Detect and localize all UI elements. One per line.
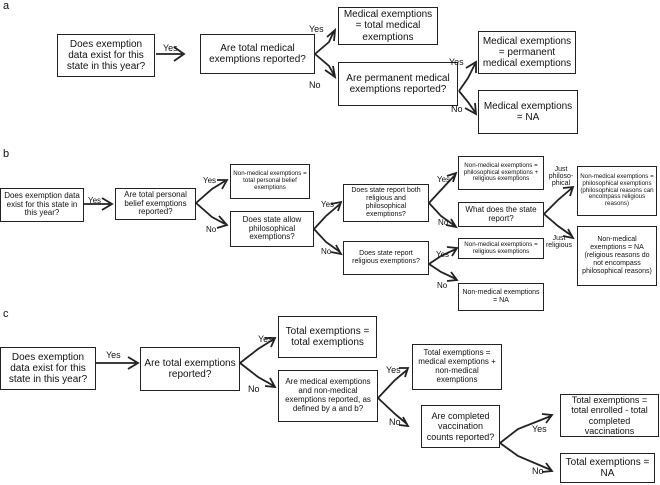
panel-a-letter: a: [3, 0, 10, 12]
a-permanent-result: Medical exemptions = permanent medical e…: [478, 31, 576, 74]
b-both-question: Does state report both religious and phi…: [343, 184, 429, 222]
panel-c-letter: c: [3, 308, 9, 320]
b-religious-result: Non-medical exemptions = religious exemp…: [458, 238, 544, 259]
b-what-report-question: What does the state report?: [458, 202, 544, 227]
b-just-philosophical-label: Just philoso- phical: [548, 166, 574, 187]
b-exists-question: Does exemption data exist for this state…: [0, 188, 84, 222]
b-total-question: Are total personal belief exemptions rep…: [115, 188, 196, 220]
c-yes-label-3: Yes: [386, 365, 401, 375]
b-no-label-2: No: [321, 247, 332, 256]
c-no-label-2: No: [389, 417, 401, 427]
b-philosophical-result: Non-medical exemptions = philosophical e…: [577, 166, 657, 216]
b-both-result: Non-medical exemptions = philosophical e…: [458, 156, 544, 190]
a-yes-label-2: Yes: [309, 24, 324, 34]
b-allow-philosophical-question: Does state allow philosophical exemption…: [230, 211, 314, 247]
a-yes-label-1: Yes: [163, 43, 178, 53]
c-exists-question: Does exemption data exist for this state…: [0, 347, 96, 390]
c-total-question: Are total exemptions reported?: [140, 347, 240, 391]
c-yes-label-2: Yes: [258, 334, 273, 344]
a-total-question: Are total medical exemptions reported?: [200, 34, 315, 74]
a-exists-question: Does exemption data exist for this state…: [57, 34, 155, 77]
b-yes-label-2: Yes: [203, 176, 217, 185]
c-na-result: Total exemptions = NA: [560, 453, 655, 483]
a-no-label-1: No: [309, 80, 321, 90]
b-yes-label-4: Yes: [437, 175, 451, 184]
c-yes-label-1: Yes: [106, 350, 121, 360]
b-no-label-1: No: [206, 225, 217, 234]
a-yes-label-3: Yes: [449, 57, 464, 67]
a-total-result: Medical exemptions = total medical exemp…: [338, 7, 438, 45]
b-yes-label-5: Yes: [436, 250, 450, 259]
a-no-label-2: No: [451, 104, 463, 114]
b-total-result: Non-medical exemptions = total personal …: [230, 164, 310, 199]
c-sum-result: Total exemptions = medical exemptions + …: [412, 344, 502, 390]
b-religious-question: Does state report religious exemptions?: [343, 241, 429, 275]
b-religious-na-result: Non-medical exemptions = NA (religious r…: [577, 226, 657, 286]
c-total-result: Total exemptions = total exemptions: [278, 316, 377, 358]
b-yes-label-1: Yes: [88, 196, 102, 205]
c-completed-question: Are completed vaccination counts reporte…: [421, 405, 500, 448]
c-enrolled-result: Total exemptions = total enrolled - tota…: [560, 394, 659, 437]
a-na-result: Medical exemptions = NA: [478, 90, 578, 134]
panel-b-letter: b: [3, 148, 10, 160]
b-na-result: Non-medical exemptions = NA: [458, 283, 544, 311]
b-yes-label-3: Yes: [321, 200, 335, 209]
c-yes-label-4: Yes: [532, 424, 547, 434]
a-permanent-question: Are permanent medical exemptions reporte…: [338, 62, 458, 106]
c-medical-nonmedical-question: Are medical exemptions and non-medical e…: [278, 370, 378, 422]
c-no-label-1: No: [248, 384, 260, 394]
b-just-religious-label: Just religious: [545, 235, 573, 249]
c-no-label-3: No: [532, 466, 544, 476]
b-no-label-3: No: [438, 218, 449, 227]
b-no-label-4: No: [437, 281, 448, 290]
